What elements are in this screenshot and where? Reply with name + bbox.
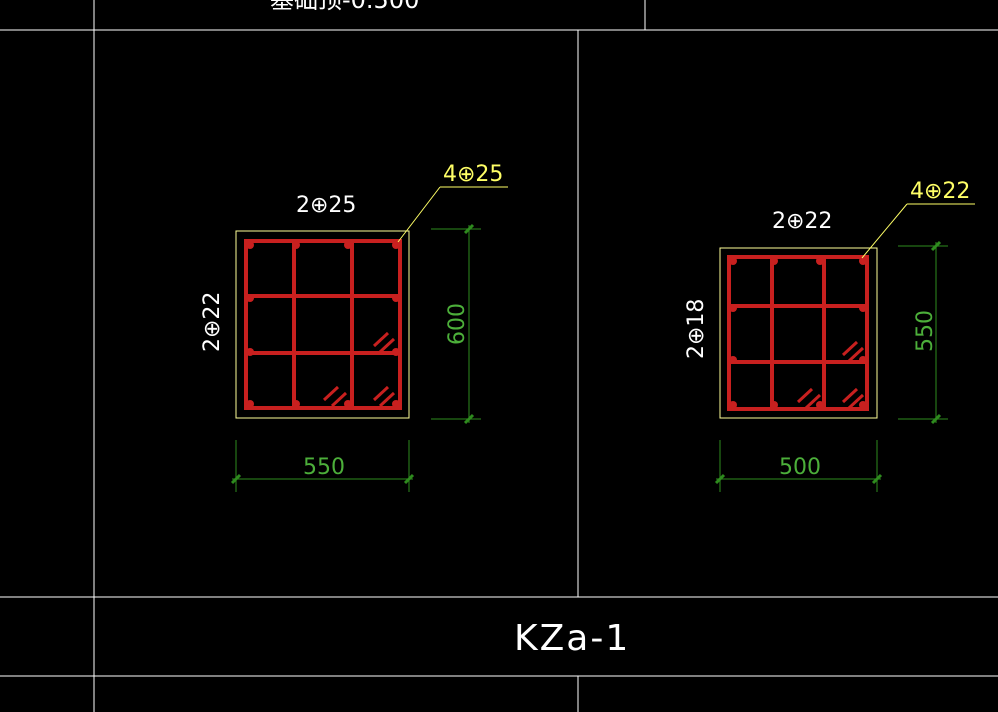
section-1-side-label: 2⊕22 [200, 292, 225, 352]
section-2-corner-label: 4⊕22 [910, 179, 970, 204]
column-section-1: 4⊕25 2⊕25 2⊕22 600 550 [200, 162, 508, 492]
section-1-width-dim [230, 440, 415, 492]
section-1-corner-label: 4⊕25 [443, 162, 503, 187]
section-2-side-label: 2⊕18 [684, 299, 709, 359]
section-1-stirrups [244, 239, 402, 410]
section-2-width-dim [714, 440, 883, 492]
drawing-title: KZa-1 [514, 618, 630, 659]
section-1-hooks [322, 331, 396, 408]
section-1-outline [235, 230, 410, 419]
section-1-leader [397, 186, 508, 243]
section-2-stirrups [727, 255, 869, 411]
section-2-outline [719, 247, 878, 419]
section-2-width-value: 500 [779, 455, 821, 480]
column-section-2: 4⊕22 2⊕22 2⊕18 550 500 [684, 179, 975, 492]
section-1-bars [246, 241, 400, 408]
header-cut-text: 基础顶-0.500 [270, 0, 419, 14]
section-2-bars [729, 257, 867, 409]
section-2-height-dim [898, 240, 948, 425]
section-1-width-value: 550 [303, 455, 345, 480]
section-1-top-label: 2⊕25 [296, 193, 356, 218]
section-1-height-dim [431, 223, 481, 425]
section-2-height-value: 550 [913, 310, 938, 352]
section-2-leader [861, 203, 975, 259]
section-1-height-value: 600 [445, 303, 470, 345]
section-2-hooks [796, 340, 865, 410]
section-2-top-label: 2⊕22 [772, 209, 832, 234]
